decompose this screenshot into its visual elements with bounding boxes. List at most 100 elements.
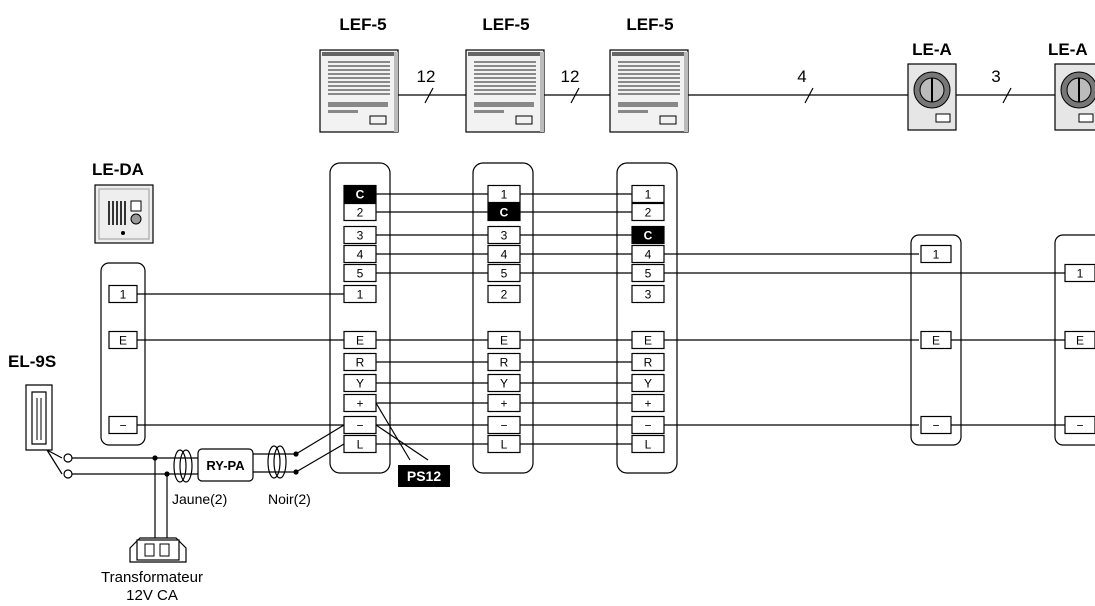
master-3-terminal-10-cell — [631, 415, 665, 435]
master-3-terminal-11-cell — [631, 434, 665, 454]
el9s-label: EL-9S — [8, 352, 56, 371]
door-station-2-icon — [1054, 63, 1095, 131]
master-3-terminal-0-cell — [631, 184, 665, 204]
master-1-terminal-4: 5 — [357, 267, 364, 281]
leda-terminal-1-cell — [108, 330, 138, 350]
master-3-terminal-6-cell — [631, 330, 665, 350]
master-1-terminal-7: R — [356, 356, 365, 370]
master-1-terminal-9-cell — [343, 393, 377, 413]
master-2-terminal-8-cell — [487, 373, 521, 393]
transformer-icon — [129, 537, 187, 563]
lea-1-terminal-2-cell — [920, 415, 952, 435]
master-3-terminal-3: 4 — [645, 248, 652, 262]
master-3-terminal-2: C — [644, 229, 653, 243]
wire-count-3: 4 — [797, 67, 806, 86]
leda-terminal-2: − — [119, 419, 126, 433]
master-1-terminal-3-cell — [343, 244, 377, 264]
master-2-terminal-5: 2 — [501, 288, 508, 302]
lea-2-terminal-1: E — [1076, 334, 1084, 348]
leda-terminal-0: 1 — [120, 288, 127, 302]
master-2-terminal-3-cell — [487, 244, 521, 264]
lea-1-terminal-1: E — [932, 334, 940, 348]
jaune-label: Jaune(2) — [172, 491, 227, 507]
master-2-terminal-0-cell — [487, 184, 521, 204]
leda-icon — [94, 184, 154, 244]
wire-count-1: 12 — [417, 67, 436, 86]
leda-terminal-0-cell — [108, 284, 138, 304]
master-1-terminal-9: + — [356, 397, 363, 411]
el9s-chime-icon — [25, 384, 53, 451]
master-3-terminal-8: Y — [644, 377, 652, 391]
lea-2-terminal-0: 1 — [1077, 267, 1084, 281]
master-2-terminal-8: Y — [500, 377, 508, 391]
master-3-terminal-10: − — [644, 419, 651, 433]
master-1-terminal-11: L — [357, 438, 364, 452]
master-1-terminal-11-cell — [343, 434, 377, 454]
master-3-terminal-7: R — [644, 356, 653, 370]
master-2-terminal-9: + — [500, 397, 507, 411]
master-2-terminal-1: C — [500, 206, 509, 220]
leda-terminal-board — [100, 262, 146, 446]
master-3-terminal-8-cell — [631, 373, 665, 393]
master-station-3-icon — [609, 49, 689, 133]
master-3-terminal-4-cell — [631, 263, 665, 283]
master-2-terminal-2: 3 — [501, 229, 508, 243]
master-station-2-label: LEF-5 — [482, 15, 529, 34]
master-1-terminal-8-cell — [343, 373, 377, 393]
master-2-terminal-4-cell — [487, 263, 521, 283]
master-2-terminal-5-cell — [487, 284, 521, 304]
master-3-terminal-1-cell — [631, 202, 665, 222]
leda-terminal-2-cell — [108, 415, 138, 435]
master-1-terminal-4-cell — [343, 263, 377, 283]
master-2-terminal-11: L — [501, 438, 508, 452]
master-3-terminal-11: L — [645, 438, 652, 452]
master-2-terminal-7: R — [500, 356, 509, 370]
wire-count-4: 3 — [991, 67, 1000, 86]
master-1-terminal-5-cell — [343, 284, 377, 304]
master-2-terminal-2-cell — [487, 225, 521, 245]
master-3-terminal-9-cell — [631, 393, 665, 413]
master-1-terminal-3: 4 — [357, 248, 364, 262]
master-3-terminal-3-cell — [631, 244, 665, 264]
master-1-terminal-1-cell — [343, 202, 377, 222]
master-2-terminal-0: 1 — [501, 188, 508, 202]
master-2-terminal-board — [472, 162, 534, 474]
leda-label: LE-DA — [92, 160, 144, 179]
master-station-3-label: LEF-5 — [626, 15, 673, 34]
master-3-terminal-2-cell — [631, 225, 665, 245]
master-2-terminal-11-cell — [487, 434, 521, 454]
master-3-terminal-6: E — [644, 334, 652, 348]
ps12-power-supply — [398, 465, 450, 487]
master-2-terminal-1-cell — [487, 202, 521, 222]
noir-label: Noir(2) — [268, 491, 311, 507]
master-1-terminal-6: E — [356, 334, 364, 348]
master-3-terminal-5: 3 — [645, 288, 652, 302]
master-3-terminal-board — [616, 162, 678, 474]
master-1-terminal-2-cell — [343, 225, 377, 245]
lea-2-terminal-1-cell — [1064, 330, 1095, 350]
lea-2-terminal-2-cell — [1064, 415, 1095, 435]
master-2-terminal-3: 4 — [501, 248, 508, 262]
lea-2-terminal-0-cell — [1064, 263, 1095, 283]
master-2-terminal-9-cell — [487, 393, 521, 413]
master-1-terminal-0-cell — [343, 184, 377, 204]
master-2-terminal-10-cell — [487, 415, 521, 435]
master-2-terminal-7-cell — [487, 352, 521, 372]
lea-2-terminal-2: − — [1076, 419, 1083, 433]
transformer-label-line1: Transformateur — [101, 569, 203, 586]
wiring — [46, 193, 1066, 540]
master-1-terminal-board — [329, 162, 391, 474]
lea-1-terminal-0-cell — [920, 244, 952, 264]
master-3-terminal-0: 1 — [645, 188, 652, 202]
ps12-label: PS12 — [407, 468, 441, 484]
master-3-terminal-7-cell — [631, 352, 665, 372]
ry-pa-label: RY-PA — [206, 458, 245, 473]
master-1-terminal-6-cell — [343, 330, 377, 350]
lea-1-terminal-0: 1 — [933, 248, 940, 262]
lea-1-terminal-1-cell — [920, 330, 952, 350]
master-1-terminal-10: − — [356, 419, 363, 433]
master-2-terminal-6-cell — [487, 330, 521, 350]
master-1-terminal-8: Y — [356, 377, 364, 391]
master-3-terminal-9: + — [644, 397, 651, 411]
master-station-1-label: LEF-5 — [339, 15, 386, 34]
